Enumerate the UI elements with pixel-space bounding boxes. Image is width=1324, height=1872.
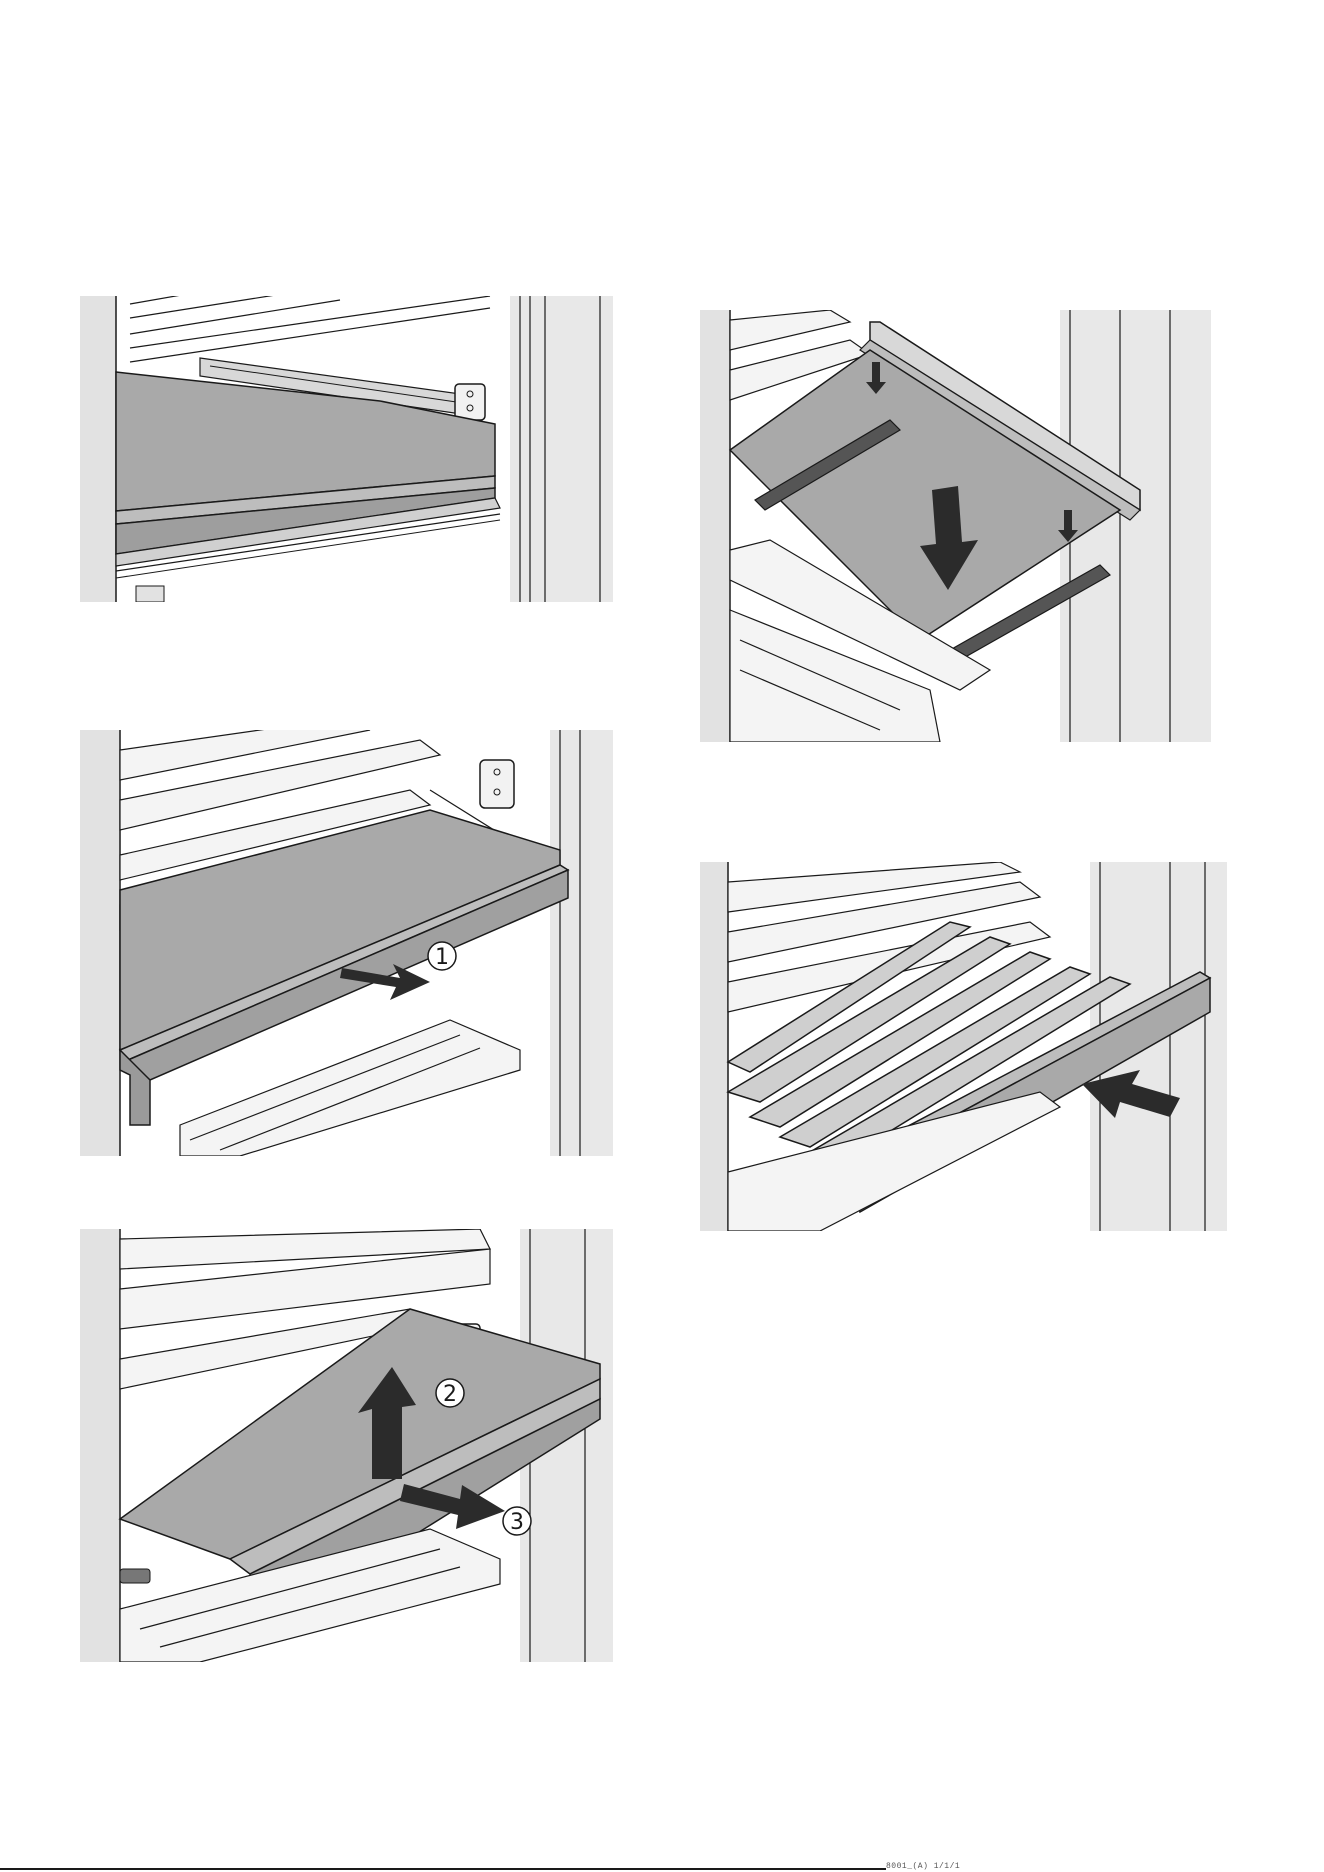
step-3-label: 3 [510,1510,524,1535]
illustration-pull-out-front-trim: 1 [80,730,613,1156]
step-2-label: 2 [443,1382,457,1407]
footer-code: 8001_(A) 1/1/1 [886,1862,960,1871]
illustration-insert-plate-onto-rails [700,310,1211,742]
footer-rule [0,1868,886,1870]
illustration-slide-wine-shelf-in [700,862,1227,1231]
step-1-label: 1 [435,945,449,970]
figure-pull-out-front-trim: 1 [80,730,613,1156]
illustration-shelf-installed [80,296,613,602]
figure-lift-and-remove-plate: 2 3 [80,1229,613,1662]
figure-insert-plate-onto-rails [700,310,1211,742]
figure-shelf-installed [80,296,613,602]
figure-slide-wine-shelf-in [700,862,1227,1231]
illustration-lift-and-remove-plate: 2 3 [80,1229,613,1662]
